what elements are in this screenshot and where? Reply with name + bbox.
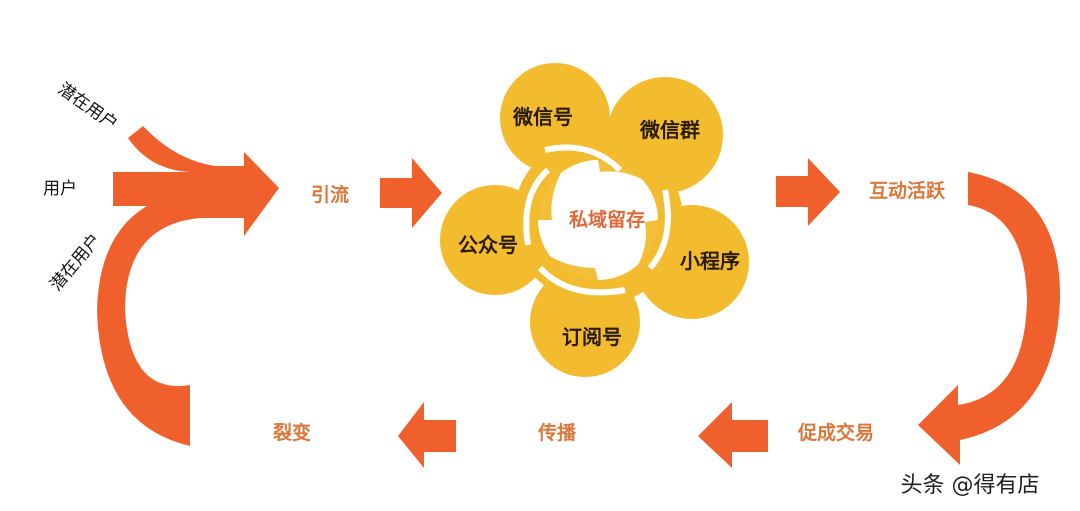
- stage-traffic: 引流: [311, 183, 349, 206]
- retention-flower: [440, 63, 749, 377]
- center-label: 私域留存: [569, 208, 645, 231]
- stage-fission: 裂变: [273, 421, 311, 444]
- arrow-to-interaction: [776, 158, 840, 226]
- arrow-to-retention: [380, 158, 442, 228]
- petal-label-wechat-group: 微信群: [639, 118, 700, 142]
- traffic-arrowhead: [244, 152, 279, 236]
- interaction-to-transaction-arc: [918, 172, 1061, 465]
- petal-label-subscription: 订阅号: [562, 325, 622, 349]
- petal-label-mini-program: 小程序: [680, 249, 740, 273]
- arrow-to-fission: [398, 402, 456, 468]
- source-potential-user-bottom: 潜在用户: [46, 230, 105, 295]
- inflow-arrows: [97, 126, 279, 446]
- source-user: 用户: [43, 179, 77, 199]
- center-hole: [538, 160, 658, 280]
- petal-label-wechat-account: 微信号: [512, 105, 573, 129]
- potential-user-top-arrow: [128, 126, 248, 172]
- stage-transaction: 促成交易: [797, 421, 874, 444]
- source-potential-user-top: 潜在用户: [54, 79, 121, 134]
- petal-label-official-account: 公众号: [458, 233, 518, 257]
- arrow-to-spread: [698, 402, 768, 468]
- fission-loop-arc: [97, 190, 248, 446]
- watermark: 头条 @得有店: [901, 473, 1040, 498]
- stage-interaction: 互动活跃: [869, 179, 946, 202]
- stage-spread: 传播: [537, 421, 577, 444]
